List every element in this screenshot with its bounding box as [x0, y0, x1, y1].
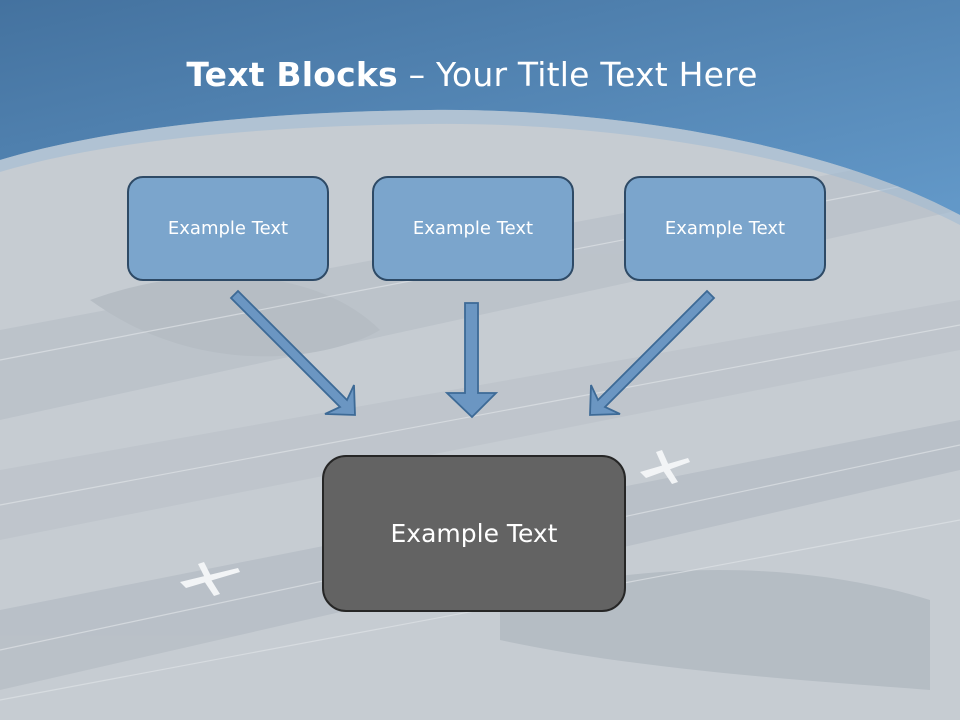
text-block-2[interactable]: Example Text [372, 176, 574, 281]
text-block-1-label: Example Text [167, 218, 289, 239]
result-text-block[interactable]: Example Text [322, 455, 626, 612]
slide-title-bold: Text Blocks [186, 55, 398, 94]
text-block-1[interactable]: Example Text [127, 176, 329, 281]
text-block-3[interactable]: Example Text [624, 176, 826, 281]
slide-title-rest: Your Title Text Here [436, 55, 758, 94]
result-text-block-label: Example Text [390, 519, 558, 548]
text-block-2-label: Example Text [412, 218, 534, 239]
slide-title: Text Blocks – Your Title Text Here [0, 52, 944, 98]
airplane-icon [640, 450, 690, 484]
slide-title-dash: – [408, 55, 426, 94]
airplane-icon [180, 562, 240, 596]
text-block-3-label: Example Text [664, 218, 786, 239]
